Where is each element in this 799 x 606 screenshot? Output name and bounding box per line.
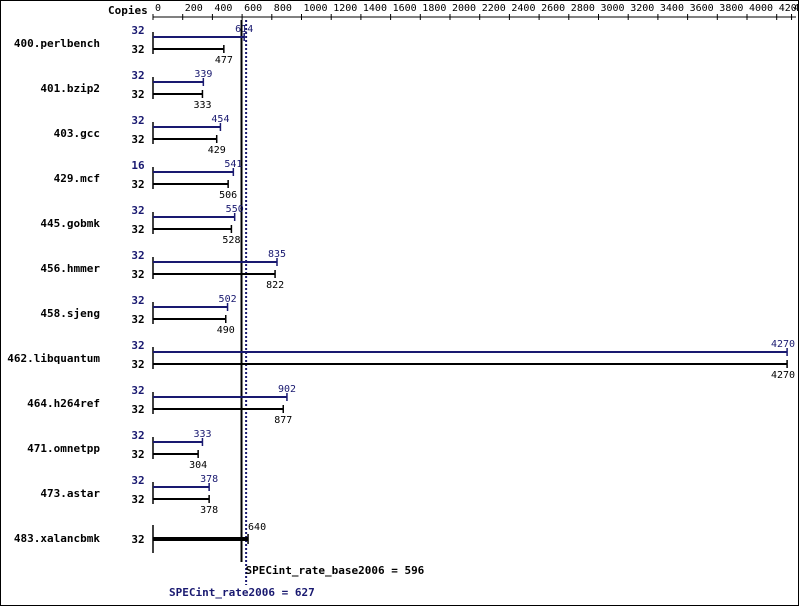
x-tick-label: 3200: [630, 3, 654, 14]
base-copies: 32: [131, 313, 144, 326]
x-tick-label: 2000: [452, 3, 476, 14]
peak-value: 454: [211, 114, 229, 125]
copies-header: Copies: [108, 4, 148, 17]
x-tick-label: 0: [155, 3, 161, 14]
peak-value: 502: [219, 294, 237, 305]
base-ratio-label: SPECint_rate_base2006 = 596: [246, 564, 425, 577]
base-copies: 32: [131, 268, 144, 281]
peak-copies: 32: [131, 339, 144, 352]
base-value: 477: [215, 55, 233, 66]
peak-copies: 32: [131, 474, 144, 487]
x-tick-label: 600: [244, 3, 262, 14]
x-tick-label: 3000: [601, 3, 625, 14]
benchmark-label: 401.bzip2: [40, 82, 100, 95]
base-copies: 32: [131, 43, 144, 56]
base-value: 490: [217, 325, 235, 336]
peak-copies: 32: [131, 384, 144, 397]
base-value: 304: [189, 460, 207, 471]
peak-copies: 32: [131, 294, 144, 307]
peak-value: 339: [194, 69, 212, 80]
x-tick-label: 3800: [719, 3, 743, 14]
base-copies: 32: [131, 403, 144, 416]
benchmark-label: 429.mcf: [54, 172, 100, 185]
peak-value: 378: [200, 474, 218, 485]
base-value: 877: [274, 415, 292, 426]
base-copies: 32: [131, 88, 144, 101]
x-tick-label: 2400: [511, 3, 535, 14]
base-value: 528: [222, 235, 240, 246]
benchmark-label: 473.astar: [40, 487, 100, 500]
peak-copies: 32: [131, 429, 144, 442]
x-tick-label: 400: [214, 3, 232, 14]
x-tick-label: 2600: [541, 3, 565, 14]
benchmark-label: 464.h264ref: [27, 397, 100, 410]
base-copies: 32: [131, 178, 144, 191]
peak-value: 333: [193, 429, 211, 440]
x-tick-label: 1000: [304, 3, 328, 14]
peak-value: 550: [226, 204, 244, 215]
base-value: 4270: [771, 370, 795, 381]
x-tick-label: 1400: [363, 3, 387, 14]
x-tick-label: 4000: [749, 3, 773, 14]
peak-copies: 32: [131, 69, 144, 82]
base-value: 333: [193, 100, 211, 111]
x-tick-label: 1200: [333, 3, 357, 14]
x-tick-label: 2800: [571, 3, 595, 14]
x-tick-label: 1600: [393, 3, 417, 14]
base-value: 506: [219, 190, 237, 201]
base-value: 822: [266, 280, 284, 291]
peak-copies: 32: [131, 204, 144, 217]
base-value: 429: [208, 145, 226, 156]
benchmark-label: 456.hmmer: [40, 262, 100, 275]
peak-copies: 32: [131, 24, 144, 37]
benchmark-label: 400.perlbench: [14, 37, 100, 50]
base-copies: 32: [131, 493, 144, 506]
benchmark-label: 462.libquantum: [7, 352, 100, 365]
benchmark-label: 445.gobmk: [40, 217, 100, 230]
combined-copies: 32: [131, 533, 144, 546]
combined-value: 640: [248, 522, 266, 533]
benchmark-label: 403.gcc: [54, 127, 100, 140]
x-tick-label: 3400: [660, 3, 684, 14]
base-value: 378: [200, 505, 218, 516]
base-copies: 32: [131, 223, 144, 236]
peak-copies: 32: [131, 249, 144, 262]
base-copies: 32: [131, 358, 144, 371]
peak-value: 835: [268, 249, 286, 260]
x-tick-label: 200: [185, 3, 203, 14]
x-tick-label: 4200: [779, 3, 799, 14]
x-tick-label: 1800: [422, 3, 446, 14]
x-tick-label: 2200: [482, 3, 506, 14]
peak-value: 614: [235, 24, 253, 35]
x-tick-label: 800: [274, 3, 292, 14]
peak-value: 902: [278, 384, 296, 395]
benchmark-label: 483.xalancbmk: [14, 532, 100, 545]
peak-value: 4270: [771, 339, 795, 350]
x-tick-label: 3600: [690, 3, 714, 14]
peak-copies: 32: [131, 114, 144, 127]
benchmark-label: 471.omnetpp: [27, 442, 100, 455]
benchmark-label: 458.sjeng: [40, 307, 100, 320]
peak-value: 541: [224, 159, 242, 170]
base-copies: 32: [131, 448, 144, 461]
peak-copies: 16: [131, 159, 145, 172]
peak-ratio-label: SPECint_rate2006 = 627: [169, 586, 315, 599]
base-copies: 32: [131, 133, 144, 146]
x-tick-label: 4300: [794, 3, 799, 14]
